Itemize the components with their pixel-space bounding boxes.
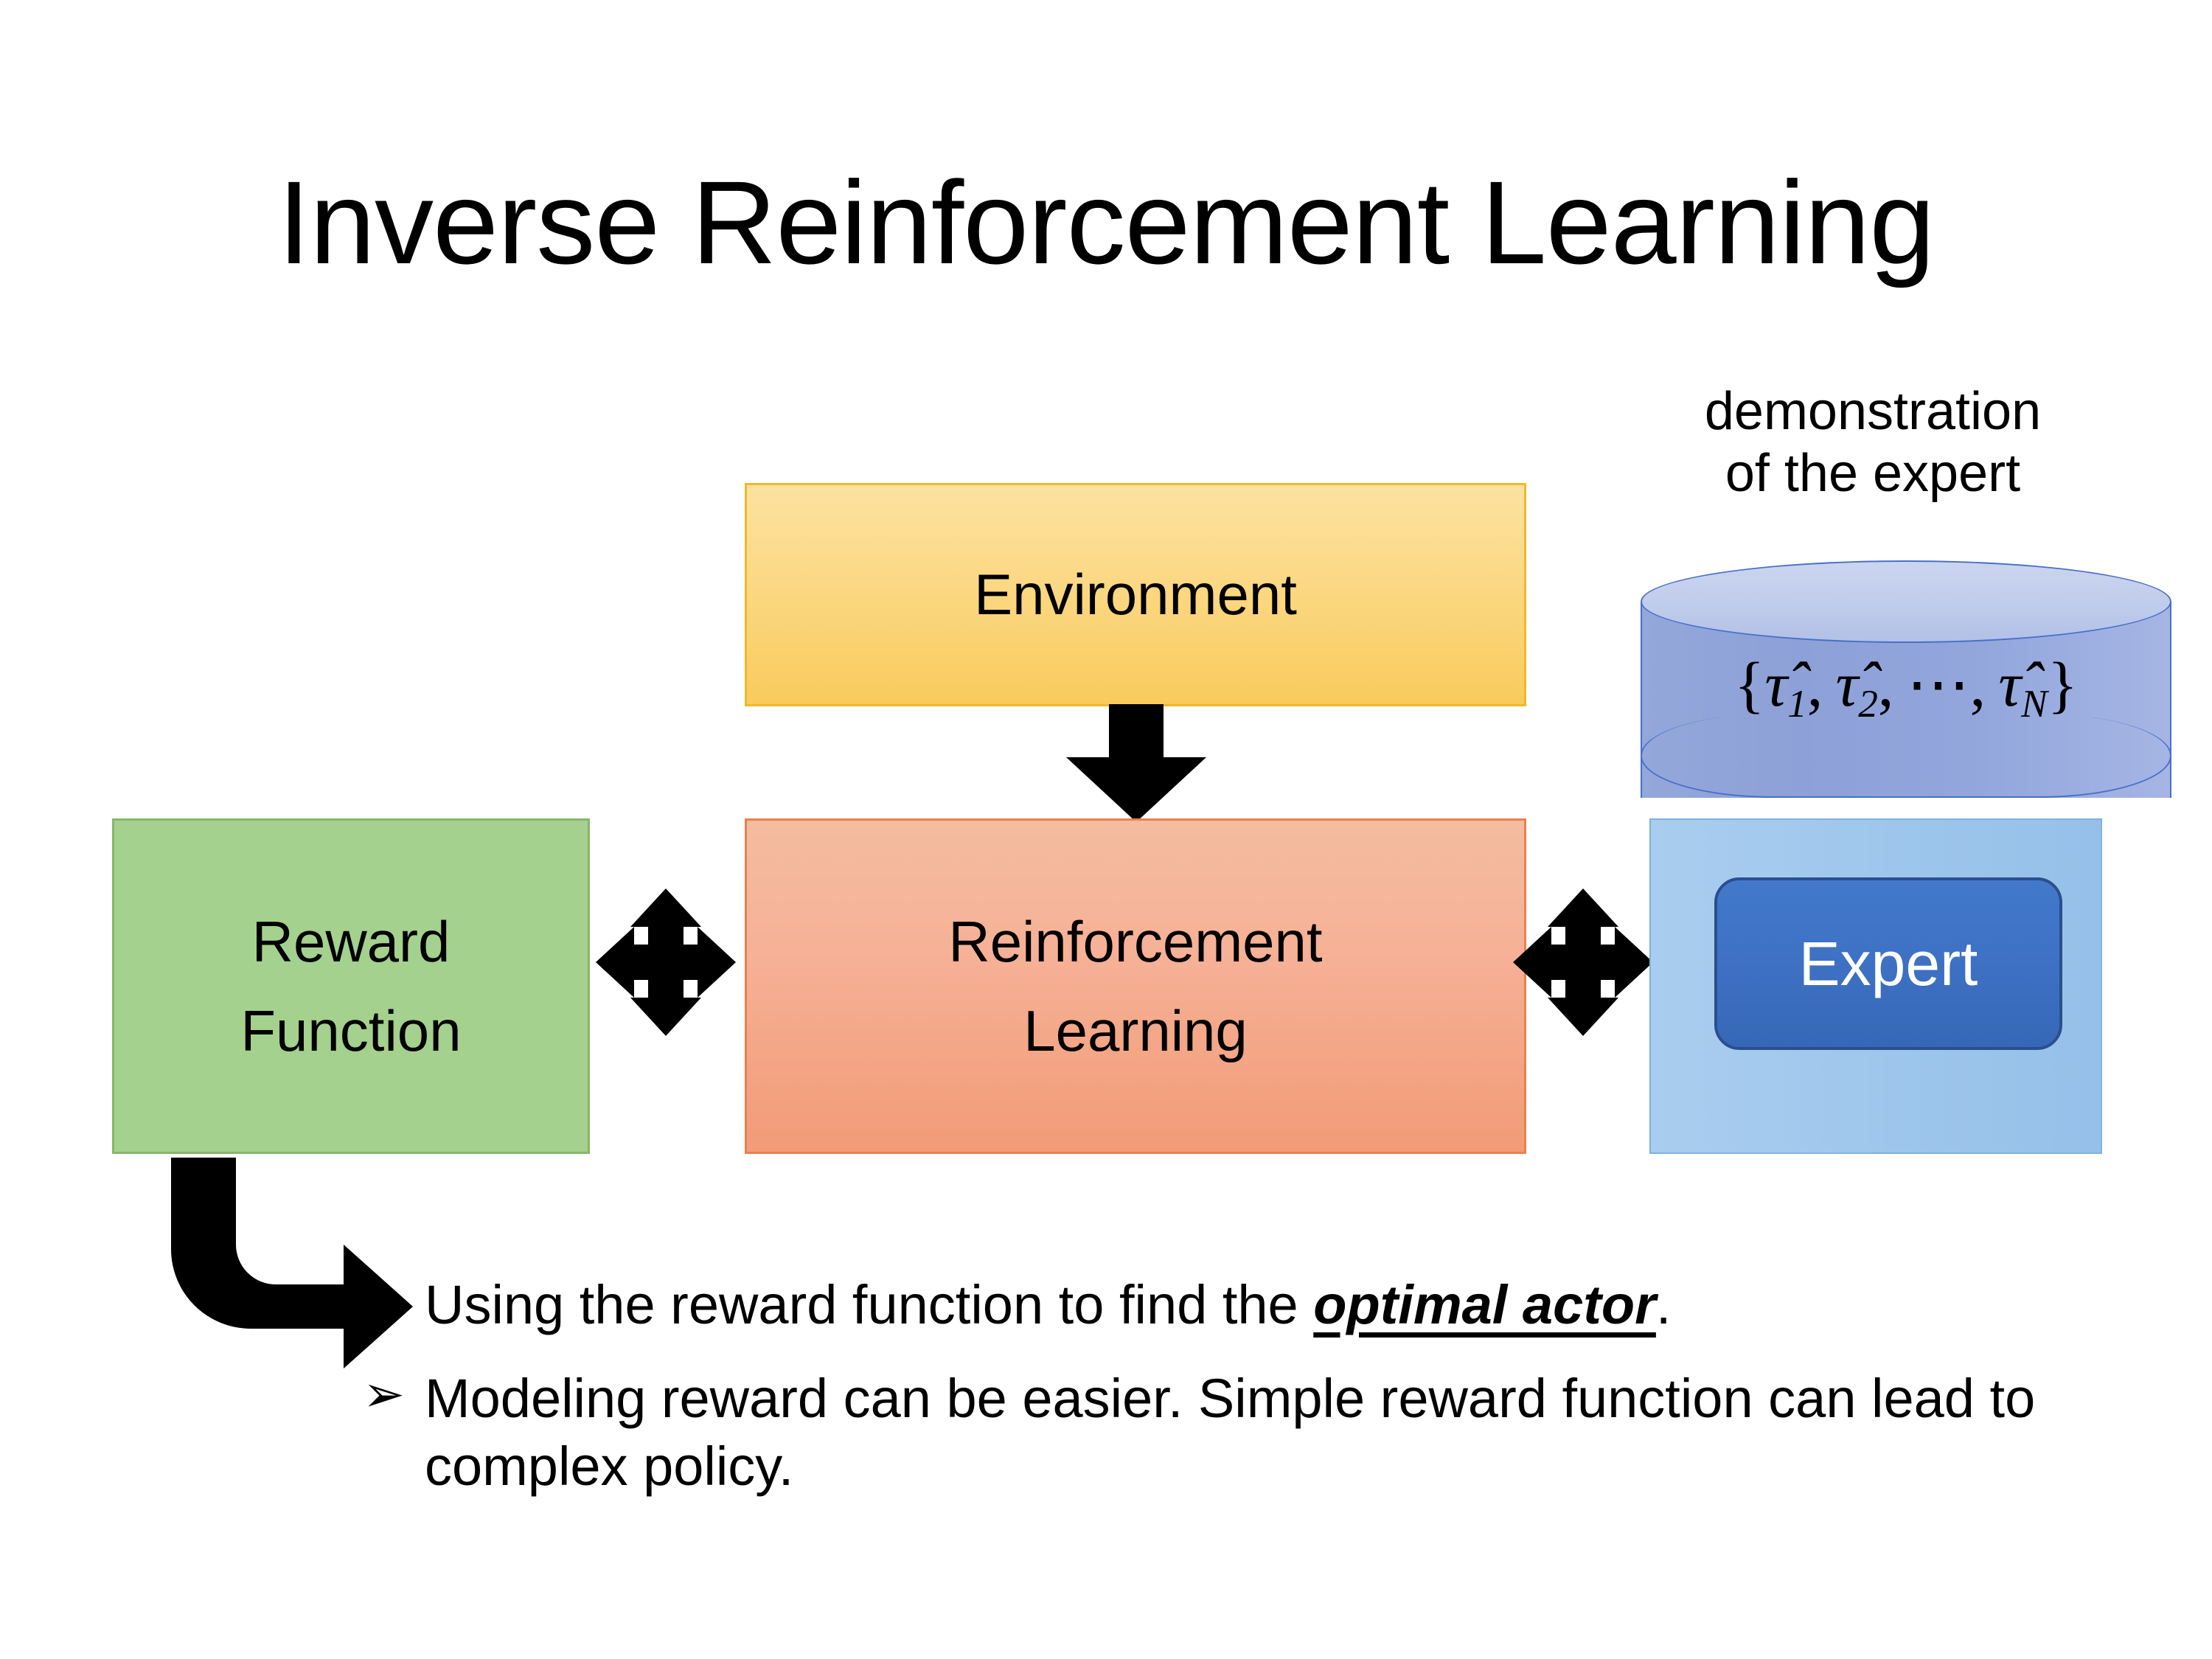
reinforcement-learning-box[interactable]: Reinforcement Learning — [745, 818, 1526, 1154]
bullet-text-1: Using the reward function to find the op… — [425, 1271, 2147, 1340]
cylinder-top-ellipse — [1641, 560, 2171, 643]
page-title: Inverse Reinforcement Learning — [277, 156, 1935, 288]
formula-ellipsis: ⋯ — [1906, 649, 1970, 720]
demonstration-caption: demonstration of the expert — [1704, 382, 2042, 504]
elbow-arrow-icon — [162, 1158, 413, 1371]
formula-tau-2: τ̂ — [1835, 649, 1859, 720]
formula-comma-3: , — [1969, 649, 1999, 720]
bullet-marker-icon: ➢ — [363, 1366, 405, 1422]
bullet-list: ➢ Using the reward function to find the … — [363, 1271, 2147, 1526]
formula-comma-1: , — [1806, 649, 1836, 720]
trajectory-database-cylinder[interactable]: {τ̂1, τ̂2, ⋯, τ̂N} — [1641, 560, 2171, 839]
expert-box-label: Expert — [1798, 928, 1978, 998]
bullet-text-2: Modeling reward can be easier. Simple re… — [425, 1365, 2147, 1501]
list-item: ➢ Modeling reward can be easier. Simple … — [363, 1365, 2147, 1501]
bullet-2-prefix: Modeling reward can be easier. Simple re… — [425, 1367, 2036, 1498]
environment-box[interactable]: Environment — [745, 483, 1526, 706]
bullet-marker-icon: ➢ — [363, 1273, 405, 1329]
bullet-1-suffix: . — [1655, 1274, 1672, 1335]
formula-comma-2: , — [1877, 649, 1907, 720]
reward-function-box-label: Reward Function — [240, 908, 462, 1063]
four-way-arrow-rl-expert-icon — [1513, 888, 1653, 1036]
reinforcement-learning-box-label: Reinforcement Learning — [948, 908, 1323, 1063]
formula-tau-1: τ̂ — [1764, 649, 1788, 720]
formula-open-brace: { — [1734, 649, 1765, 720]
expert-box[interactable]: Expert — [1714, 877, 2062, 1050]
list-item: ➢ Using the reward function to find the … — [363, 1271, 2147, 1340]
formula-close-brace: } — [2047, 649, 2078, 720]
down-arrow-icon — [1066, 704, 1206, 822]
environment-box-label: Environment — [974, 561, 1297, 627]
formula-sub-n: N — [2021, 681, 2048, 726]
bullet-1-emphasis: optimal actor — [1313, 1274, 1656, 1335]
reward-function-box[interactable]: Reward Function — [112, 818, 590, 1154]
trajectory-set-formula: {τ̂1, τ̂2, ⋯, τ̂N} — [1641, 647, 2171, 726]
formula-tau-n: τ̂ — [1998, 649, 2022, 720]
cylinder-bottom-ellipse — [1641, 714, 2171, 798]
four-way-arrow-reward-rl-icon — [596, 888, 736, 1036]
bullet-1-prefix: Using the reward function to find the — [425, 1274, 1314, 1335]
formula-sub-1: 1 — [1787, 681, 1807, 726]
formula-sub-2: 2 — [1858, 681, 1878, 726]
